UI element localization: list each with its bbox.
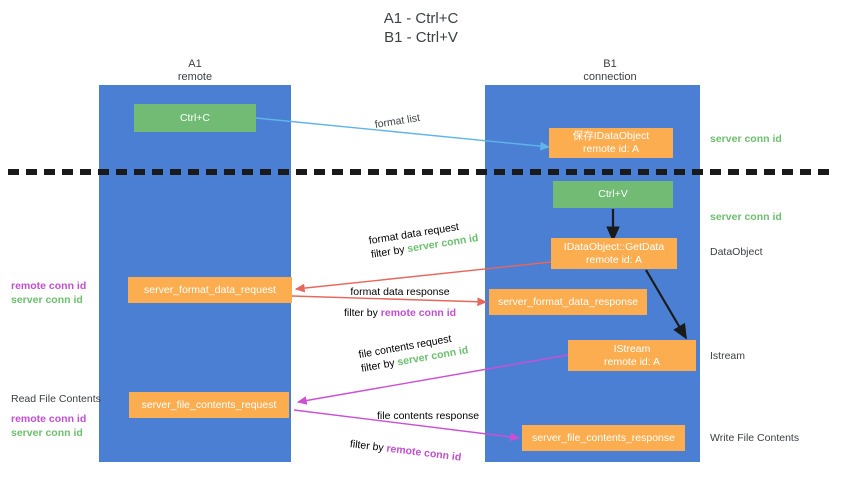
box-server-format-data-response[interactable]: server_format_data_response <box>489 289 647 315</box>
box-ctrl-v-label: Ctrl+V <box>598 188 628 200</box>
lane-header-b1-sub: connection <box>583 71 637 83</box>
arrow-format-list <box>255 117 551 151</box>
box-server-file-contents-response[interactable]: server_file_contents_response <box>522 425 685 451</box>
box-server-file-contents-request[interactable]: server_file_contents_request <box>129 392 289 418</box>
label-file-contents-response-line1: file contents response <box>377 410 480 422</box>
annotation-right-dataobject: DataObject <box>710 246 763 258</box>
box-server-file-contents-response-label: server_file_contents_response <box>531 431 675 444</box>
annotation-left-conn-pair-top: remote conn id server conn id <box>11 279 86 307</box>
annotation-left-server-conn-id-bottom: server conn id <box>11 427 83 439</box>
page-title: A1 - Ctrl+C B1 - Ctrl+V <box>0 9 842 47</box>
annotation-right-server-conn-id-1: server conn id <box>710 133 782 145</box>
arrow-file-contents-request <box>296 354 569 405</box>
annotation-left-remote-conn-id-top: remote conn id <box>11 280 87 292</box>
label-format-data-response-token: remote conn id <box>380 307 457 319</box>
box-server-file-contents-request-label: server_file_contents_request <box>141 398 277 411</box>
lane-header-a1: A1 remote <box>115 58 275 84</box>
box-idataobject-getdata-line1: IDataObject::GetData <box>563 240 665 253</box>
box-istream-line1: IStream <box>613 342 651 355</box>
label-format-data-response-prefix: filter by <box>344 307 381 319</box>
box-ctrl-c-label: Ctrl+C <box>179 111 211 124</box>
annotation-left-conn-pair-bottom: remote conn id server conn id <box>11 412 86 440</box>
lane-header-a1-name: A1 <box>188 58 202 70</box>
lane-header-b1: B1 connection <box>530 58 690 84</box>
box-istream[interactable]: IStream remote id: A <box>568 340 696 371</box>
label-file-contents-response: file contents response <box>377 409 479 423</box>
box-save-idataobject[interactable]: 保存IDataObject remote id: A <box>549 128 673 158</box>
annotation-right-istream: Istream <box>710 350 746 362</box>
box-save-idataobject-line1: 保存IDataObject <box>572 130 650 142</box>
box-idataobject-getdata-line2: remote id: A <box>585 253 643 266</box>
box-istream-line2: remote id: A <box>603 355 661 368</box>
lane-header-a1-sub: remote <box>177 71 213 83</box>
label-format-data-response-line1: format data response <box>350 286 450 298</box>
box-ctrl-c[interactable]: Ctrl+C <box>134 104 256 132</box>
label-format-data-response: format data response filter by remote co… <box>344 285 456 320</box>
annotation-right-write-file-contents: Write File Contents <box>710 432 800 444</box>
lane-header-b1-name: B1 <box>603 58 617 70</box>
annotation-left-read-file-contents: Read File Contents <box>11 393 101 405</box>
box-server-format-data-request[interactable]: server_format_data_request <box>128 277 292 303</box>
arrow-file-contents-response <box>293 409 521 442</box>
arrow-getdata-to-istream <box>645 269 687 340</box>
annotation-left-server-conn-id-top: server conn id <box>11 294 83 306</box>
box-server-format-data-response-label: server_format_data_response <box>497 295 639 308</box>
title-line-1: A1 - Ctrl+C <box>383 10 459 27</box>
phase-divider <box>8 169 834 175</box>
annotation-left-remote-conn-id-bottom: remote conn id <box>11 413 87 425</box>
box-save-idataobject-line2: remote id: A <box>582 143 640 155</box>
box-ctrl-v[interactable]: Ctrl+V <box>553 181 673 208</box>
annotation-right-server-conn-id-2: server conn id <box>710 211 782 223</box>
label-format-data-response-line2: filter by remote conn id <box>344 306 456 320</box>
box-server-format-data-request-label: server_format_data_request <box>144 283 276 296</box>
box-idataobject-getdata[interactable]: IDataObject::GetData remote id: A <box>551 238 677 269</box>
title-line-2: B1 - Ctrl+V <box>384 29 458 46</box>
arrow-format-data-response <box>291 295 488 307</box>
arrow-format-data-request <box>294 261 552 293</box>
